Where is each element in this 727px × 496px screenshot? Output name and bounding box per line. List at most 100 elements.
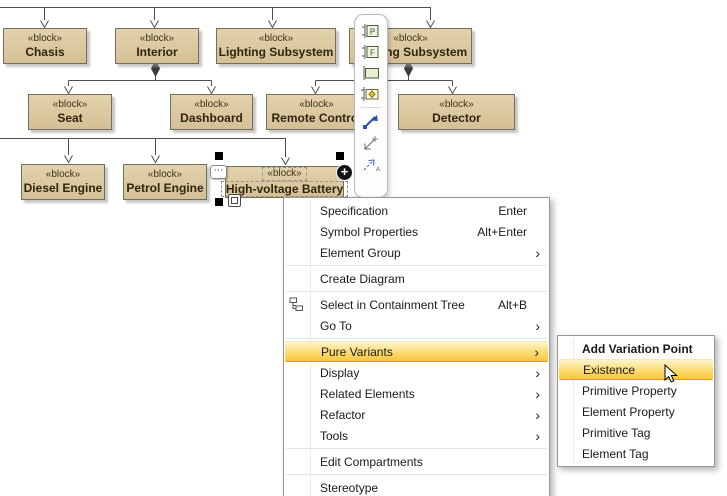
block-name: Interior (136, 44, 178, 59)
selection-handle-top-right[interactable] (336, 152, 344, 160)
block-dashboard[interactable]: «block» Dashboard (170, 94, 253, 130)
menu-separator (286, 338, 547, 339)
menu-item-go-to[interactable]: Go To › (284, 315, 549, 336)
pure-variants-submenu: Add Variation Point Existence Primitive … (557, 335, 715, 467)
menu-item-specification[interactable]: Specification Enter (284, 200, 549, 221)
submenu-arrow-icon: › (535, 385, 540, 402)
connector-interior-children (68, 76, 212, 86)
directed-composition-icon[interactable] (358, 111, 384, 132)
composition-diamond-locking (403, 59, 414, 78)
block-petrol-engine[interactable]: «block» Petrol Engine (123, 164, 207, 200)
submenu-arrow-icon: › (534, 343, 539, 360)
menu-item-display[interactable]: Display › (284, 362, 549, 383)
toolbar-separator (361, 107, 381, 108)
block-name: Chasis (25, 44, 65, 59)
proxy-port-icon[interactable]: P (358, 20, 384, 41)
submenu-item-element-tag[interactable]: Element Tag (558, 443, 714, 464)
block-name: Petrol Engine (126, 180, 204, 195)
menu-item-select-in-containment-tree[interactable]: Select in Containment Tree Alt+B (284, 294, 549, 315)
menu-item-label: Tools (320, 428, 349, 443)
menu-item-label: Add Variation Point (582, 341, 693, 356)
flow-port-icon[interactable] (358, 83, 384, 104)
menu-shortcut: Alt+Enter (477, 224, 527, 239)
containment-tree-icon (289, 297, 304, 312)
block-name: High-voltage Battery (220, 180, 349, 198)
block-stereotype: «block» (393, 32, 428, 44)
block-remote-control[interactable]: «block» Remote Control (266, 94, 367, 130)
port-icon[interactable] (358, 62, 384, 83)
block-name: Diesel Engine (23, 180, 103, 195)
menu-item-label: Symbol Properties (320, 224, 419, 239)
menu-item-stereotype[interactable]: Stereotype (284, 477, 549, 496)
block-name: Lighting Subsystem (218, 44, 334, 59)
block-stereotype: «block» (139, 32, 175, 44)
menu-item-pure-variants[interactable]: Pure Variants › (285, 341, 548, 362)
menu-shortcut: Enter (498, 203, 527, 218)
menu-item-label: Refactor (320, 407, 366, 422)
menu-item-related-elements[interactable]: Related Elements › (284, 383, 549, 404)
abstraction-icon[interactable]: A (358, 153, 384, 174)
mouse-cursor-icon (664, 364, 684, 384)
block-stereotype: «block» (262, 166, 307, 181)
block-name: Remote Control (271, 110, 362, 125)
menu-item-element-group[interactable]: Element Group › (284, 242, 549, 263)
svg-text:F: F (370, 48, 375, 57)
menu-separator (286, 448, 547, 449)
menu-item-symbol-properties[interactable]: Symbol Properties Alt+Enter (284, 221, 549, 242)
element-badge-icon[interactable] (228, 194, 241, 207)
menu-item-label: Existence (583, 362, 636, 377)
more-options-button[interactable]: ⋯ (210, 165, 227, 179)
submenu-arrow-icon: › (535, 244, 540, 261)
submenu-arrow-icon: › (535, 427, 540, 444)
submenu-arrow-icon: › (535, 317, 540, 334)
menu-item-refactor[interactable]: Refactor › (284, 404, 549, 425)
menu-separator (286, 474, 547, 475)
block-chasis[interactable]: «block» Chasis (3, 28, 87, 64)
connector-engine-rail (0, 138, 286, 157)
menu-item-label: Element Group (320, 245, 401, 260)
submenu-item-add-variation-point[interactable]: Add Variation Point (558, 338, 714, 359)
selection-handle-bottom-left[interactable] (215, 198, 223, 206)
block-stereotype: «block» (27, 32, 63, 44)
block-name: Dashboard (180, 110, 243, 125)
add-element-button[interactable]: + (336, 164, 353, 181)
block-diesel-engine[interactable]: «block» Diesel Engine (21, 164, 105, 200)
menu-separator (286, 265, 547, 266)
submenu-item-existence[interactable]: Existence (559, 359, 713, 380)
menu-shortcut: Alt+B (497, 297, 527, 312)
block-stereotype: «block» (299, 98, 334, 110)
submenu-item-primitive-tag[interactable]: Primitive Tag (558, 422, 714, 443)
menu-item-label: Display (320, 365, 360, 380)
menu-item-tools[interactable]: Tools › (284, 425, 549, 446)
composition-diamond-interior (150, 59, 161, 78)
connector-top-rail (0, 7, 431, 20)
full-port-icon[interactable]: F (358, 41, 384, 62)
svg-text:A: A (376, 167, 380, 173)
block-detector[interactable]: «block» Detector (398, 94, 515, 130)
block-seat[interactable]: «block» Seat (28, 94, 112, 130)
menu-item-edit-compartments[interactable]: Edit Compartments (284, 451, 549, 472)
menu-item-create-diagram[interactable]: Create Diagram (284, 268, 549, 289)
menu-item-label: Primitive Property (582, 383, 677, 398)
anchor-icon[interactable] (358, 132, 384, 153)
menu-item-label: Related Elements (320, 386, 415, 401)
menu-item-label: Element Property (582, 404, 675, 419)
block-stereotype: «block» (439, 98, 474, 110)
smart-manipulator-toolbar: P F (354, 14, 388, 198)
menu-item-label: Edit Compartments (320, 454, 423, 469)
menu-item-label: Specification (320, 203, 389, 218)
submenu-item-element-property[interactable]: Element Property (558, 401, 714, 422)
block-interior[interactable]: «block» Interior (115, 28, 199, 64)
menu-item-label: Element Tag (582, 446, 649, 461)
submenu-arrow-icon: › (535, 406, 540, 423)
block-high-voltage-battery[interactable]: «block» High-voltage Battery (220, 166, 349, 198)
block-lighting-subsystem[interactable]: «block» Lighting Subsystem (216, 28, 336, 64)
block-name: Detector (432, 110, 481, 125)
menu-separator (286, 291, 547, 292)
block-stereotype: «block» (258, 32, 294, 44)
menu-item-label: Create Diagram (320, 271, 405, 286)
submenu-item-primitive-property[interactable]: Primitive Property (558, 380, 714, 401)
svg-text:P: P (370, 27, 375, 36)
selection-handle-top-left[interactable] (215, 152, 223, 160)
